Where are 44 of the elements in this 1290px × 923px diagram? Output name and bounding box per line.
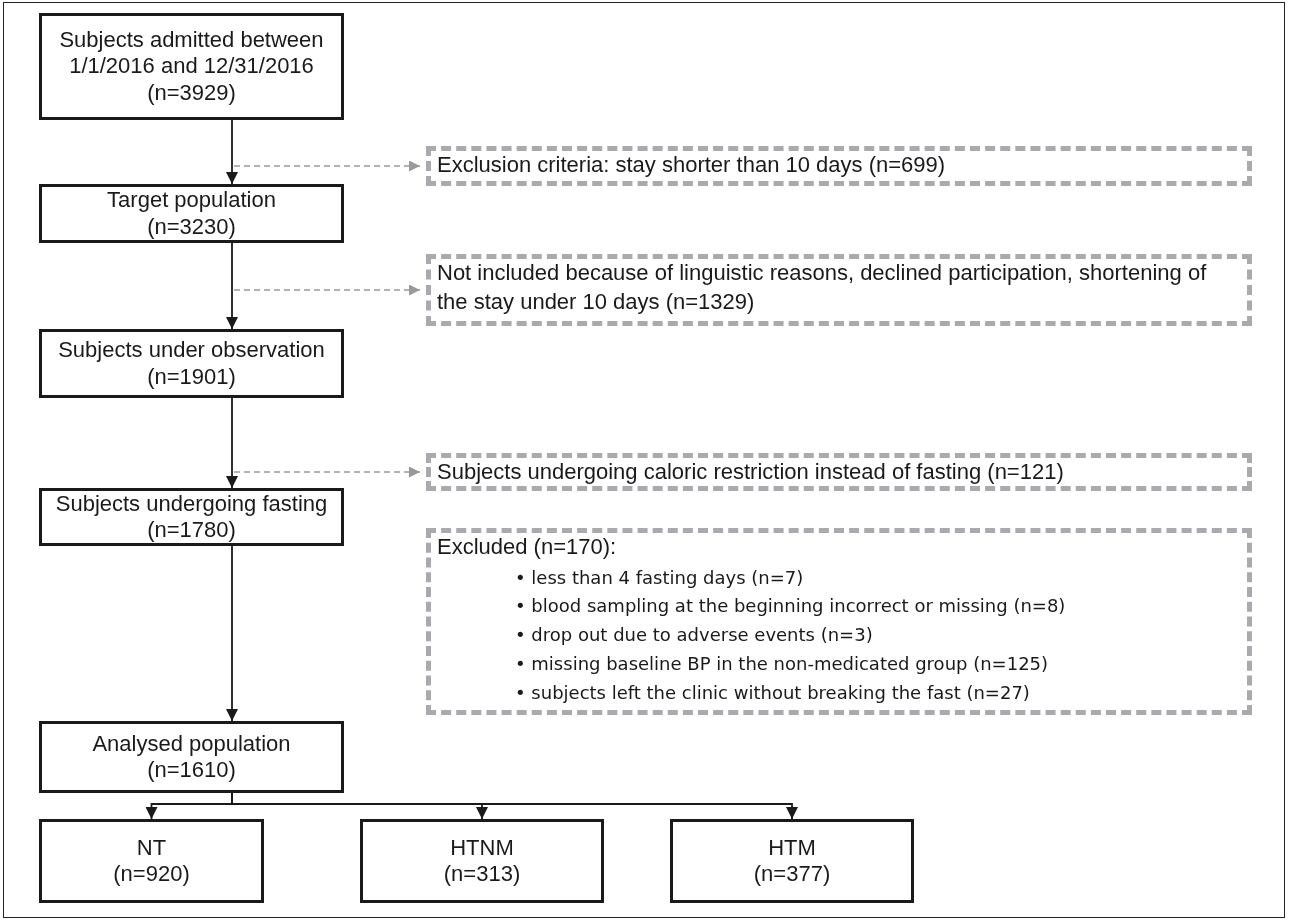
exclusion-box [426, 453, 1252, 491]
process-box [670, 819, 914, 903]
box-text: Exclusion criteria: stay shorter than 10 days (n=699) [437, 151, 946, 179]
box-heading: Excluded (n=170): [437, 533, 617, 561]
process-box [39, 329, 344, 398]
process-box [39, 819, 264, 903]
arrow [226, 242, 238, 330]
arrow [233, 284, 421, 296]
box-text: (n=377) [753, 861, 831, 888]
box-text: Not included because of linguistic reasons, declined participation, shortening of the stay under 10 days (n=1329) [437, 259, 1208, 316]
arrow [233, 160, 421, 172]
exclusion-box [426, 146, 1252, 186]
box-text: Subjects undergoing caloric restriction instead of fasting (n=121) [437, 458, 1064, 486]
list-item: • drop out due to adverse events (n=3) [515, 623, 874, 648]
box-text: Subjects under observation [58, 337, 325, 364]
arrow [226, 119, 238, 185]
box-text: NT [136, 834, 167, 861]
exclusion-box [426, 528, 1252, 715]
process-box [39, 184, 344, 243]
list-item: • subjects left the clinic without breaking the fast (n=27) [515, 680, 1031, 705]
box-text: Subjects admitted between 1/1/2016 and 12/31/2016 [58, 26, 325, 80]
box-text: (n=1610) [147, 757, 236, 784]
list-item: • less than 4 fasting days (n=7) [515, 565, 805, 590]
box-text: (n=1780) [147, 517, 236, 544]
box-text: (n=3230) [147, 213, 236, 240]
list-item: • blood sampling at the beginning incorrect or missing (n=8) [515, 594, 1066, 619]
box-text: Analysed population [92, 730, 291, 757]
box-text: (n=3929) [147, 79, 236, 107]
box-text: (n=920) [113, 861, 190, 888]
box-text: HTM [768, 834, 816, 861]
arrow [226, 397, 238, 489]
box-text: Target population [107, 187, 276, 214]
box-text: (n=313) [443, 861, 521, 888]
process-box [39, 488, 344, 546]
box-text: Subjects undergoing fasting [55, 490, 328, 517]
process-box [360, 819, 604, 903]
arrow [233, 466, 421, 478]
box-text: (n=1901) [147, 363, 236, 390]
exclusion-box [426, 254, 1252, 326]
list-item: • missing baseline BP in the non-medicated group (n=125) [515, 652, 1050, 676]
process-box [39, 721, 344, 793]
process-box [39, 13, 344, 120]
box-text: HTNM [450, 834, 514, 861]
arrow [226, 545, 238, 722]
